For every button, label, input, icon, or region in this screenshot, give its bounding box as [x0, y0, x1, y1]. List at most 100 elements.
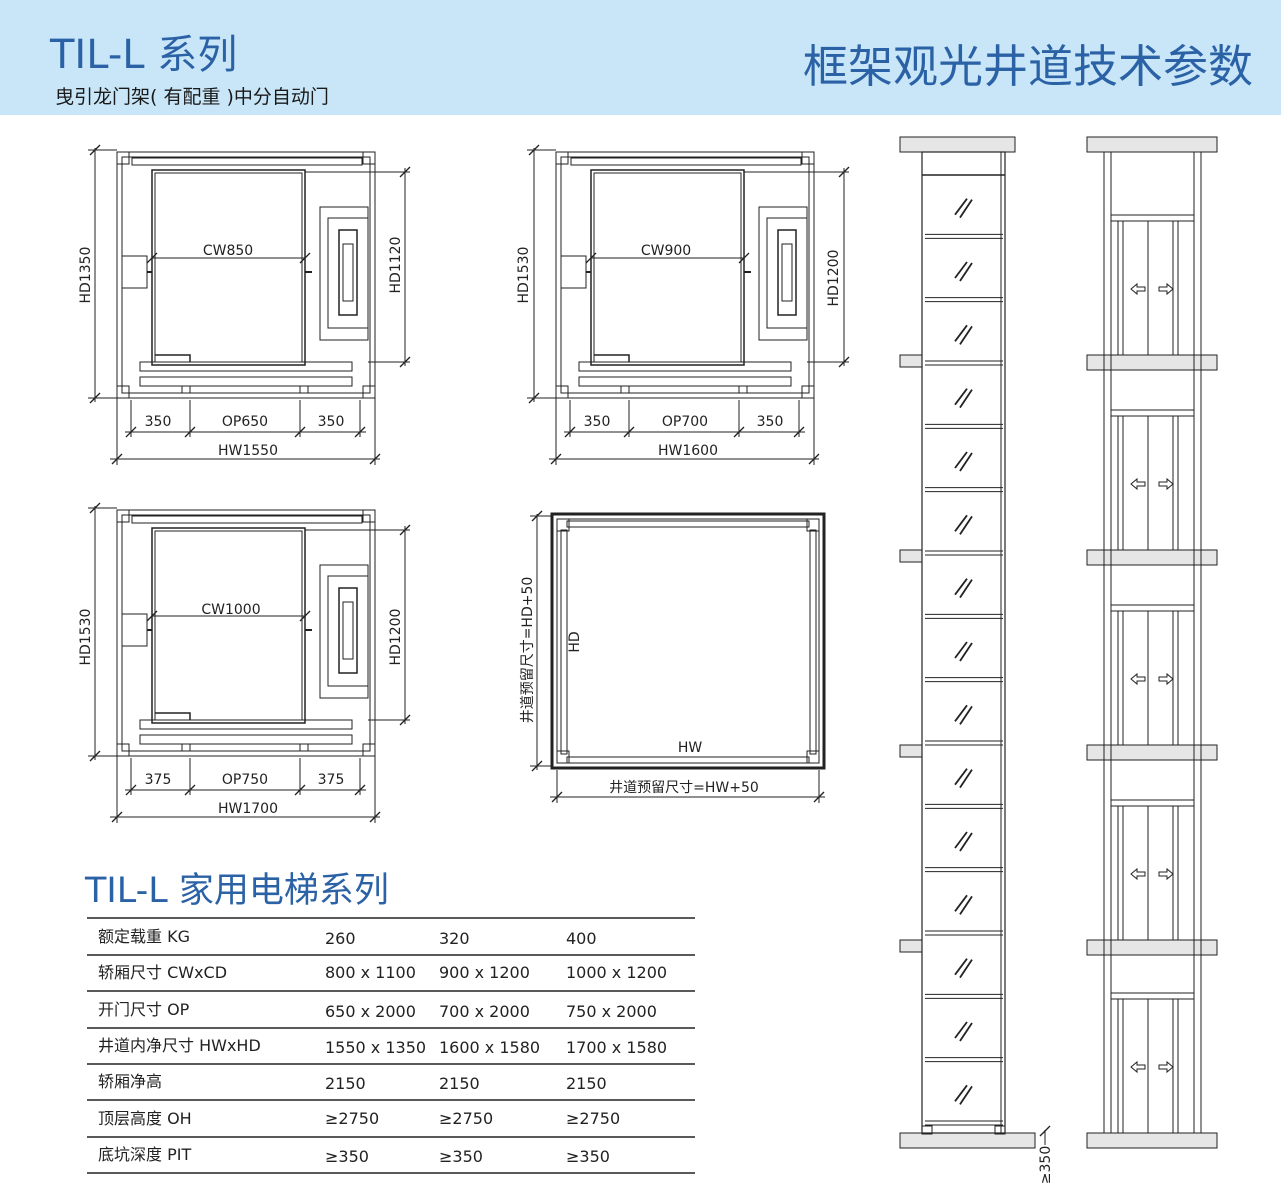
- plan-cw-label: CW850: [203, 243, 253, 259]
- left-rail-bracket: [121, 613, 148, 647]
- plan-3-labels: HD1530 HD1200 CW1000 375 OP750 375 HW170…: [78, 602, 404, 817]
- cell: 1000 x 1200: [566, 963, 667, 982]
- page-title: 框架观光井道技术参数: [802, 40, 1253, 93]
- sill-support: [299, 385, 309, 394]
- reserve-plan-view: [530, 510, 826, 803]
- dimension-tick: [399, 714, 411, 726]
- glass-mark-icon: [959, 705, 973, 725]
- plan-views: [88, 144, 850, 823]
- corner-post: [362, 151, 376, 165]
- glass-mark-icon: [959, 389, 973, 409]
- dimension-tick: [146, 252, 158, 264]
- dimension-tick: [838, 166, 850, 178]
- plan-right-label: 350: [757, 414, 784, 430]
- corner-post: [116, 743, 130, 757]
- row-label: 轿厢尺寸 CWxCD: [98, 963, 227, 982]
- counterweight-inner: [342, 243, 354, 302]
- dimension-tick: [294, 426, 306, 438]
- plan-view: [527, 144, 850, 465]
- glass-mark-icon: [954, 831, 968, 849]
- counterweight-box: [766, 217, 808, 329]
- cell: 260: [325, 929, 356, 948]
- glass-mark-icon: [954, 514, 968, 532]
- glass-mark-icon: [959, 199, 973, 219]
- counterweight-frame: [319, 206, 369, 341]
- dimension-tick: [399, 524, 411, 536]
- glass-mark-icon: [954, 768, 968, 786]
- table-row: 开门尺寸 OP 650 x 2000 700 x 2000 750 x 2000: [98, 1000, 657, 1021]
- plan-right-label: 350: [318, 414, 345, 430]
- dimension-tick: [623, 426, 635, 438]
- dimension-tick: [369, 811, 381, 823]
- corner-post: [116, 385, 130, 399]
- dimension-tick: [299, 610, 311, 622]
- reserve-depth-label: 井道预留尺寸=HD+50: [520, 577, 536, 724]
- dimension-tick: [369, 453, 381, 465]
- cell: 320: [439, 929, 470, 948]
- counterweight-frame: [758, 206, 808, 341]
- plan-hd-label: HD1530: [78, 609, 94, 666]
- shaft-outline: [555, 151, 815, 399]
- plan-op-label: OP750: [222, 772, 268, 788]
- glass-mark-icon: [959, 515, 973, 535]
- counterweight-inner: [342, 601, 354, 660]
- slab: [1086, 939, 1218, 956]
- glass-mark-icon: [954, 894, 968, 912]
- door-header: [1110, 604, 1195, 612]
- car-inner: [154, 530, 303, 721]
- dimension-tick: [125, 784, 137, 796]
- slab: [1086, 549, 1218, 566]
- table-row: 额定载重 KG 260 320 400: [98, 927, 597, 948]
- plan-hd-inner-label: HD1120: [388, 237, 404, 294]
- plan-hd-inner-label: HD1200: [826, 250, 842, 307]
- cell: 650 x 2000: [325, 1002, 416, 1021]
- arrow-left-icon: [1130, 867, 1146, 881]
- corner-post: [555, 385, 569, 399]
- dimension-tick: [89, 144, 101, 156]
- shaft-frame: [121, 156, 371, 394]
- table-title: TIL-L 家用电梯系列: [85, 871, 389, 911]
- dimension-tick: [399, 356, 411, 368]
- arrow-right-icon: [1158, 867, 1174, 881]
- left-beam: [560, 529, 568, 755]
- slab: [1086, 136, 1218, 153]
- glass-mark-icon: [959, 262, 973, 282]
- dimension-tick: [299, 252, 311, 264]
- table-row: 底坑深度 PIT ≥350 ≥350 ≥350: [98, 1145, 610, 1166]
- dimension-tick: [564, 426, 576, 438]
- row-label: 底坑深度 PIT: [98, 1145, 191, 1164]
- cell: 2150: [439, 1074, 480, 1093]
- glass-mark-icon: [959, 1022, 973, 1042]
- floor-ledge: [899, 354, 923, 368]
- plan-cw-label: CW1000: [201, 602, 260, 618]
- glass-mark-icon: [959, 959, 973, 979]
- plan-cw-label: CW900: [641, 243, 691, 259]
- left-rail-bracket: [121, 255, 148, 289]
- top-beam: [131, 157, 363, 166]
- cell: 800 x 1100: [325, 963, 416, 982]
- reserve-outline: [550, 512, 826, 770]
- car-inner: [154, 172, 303, 363]
- left-rail-bracket: [560, 255, 587, 289]
- reserve-plan-labels: HD HW 井道预留尺寸=HD+50 井道预留尺寸=HW+50: [520, 577, 759, 796]
- arrow-right-icon: [1158, 1060, 1174, 1074]
- slab: [899, 136, 1016, 153]
- glass-mark-icon: [954, 198, 968, 216]
- row-label: 开门尺寸 OP: [98, 1000, 190, 1019]
- dimension-tick: [399, 166, 411, 178]
- cell: 750 x 2000: [566, 1002, 657, 1021]
- corner-post: [362, 509, 376, 523]
- glass-mark-icon: [959, 769, 973, 789]
- counterweight-box: [327, 575, 369, 687]
- corner-post: [806, 750, 820, 764]
- cell: 2150: [325, 1074, 366, 1093]
- door-sill: [578, 361, 792, 372]
- door-header: [1110, 799, 1195, 807]
- table-row: 轿厢尺寸 CWxCD 800 x 1100 900 x 1200 1000 x …: [98, 963, 667, 982]
- glass-mark-icon: [954, 1084, 968, 1102]
- dimension-tick: [793, 426, 805, 438]
- slab: [1086, 744, 1218, 761]
- cell: 1550 x 1350: [325, 1038, 426, 1057]
- dimension-tick: [838, 356, 850, 368]
